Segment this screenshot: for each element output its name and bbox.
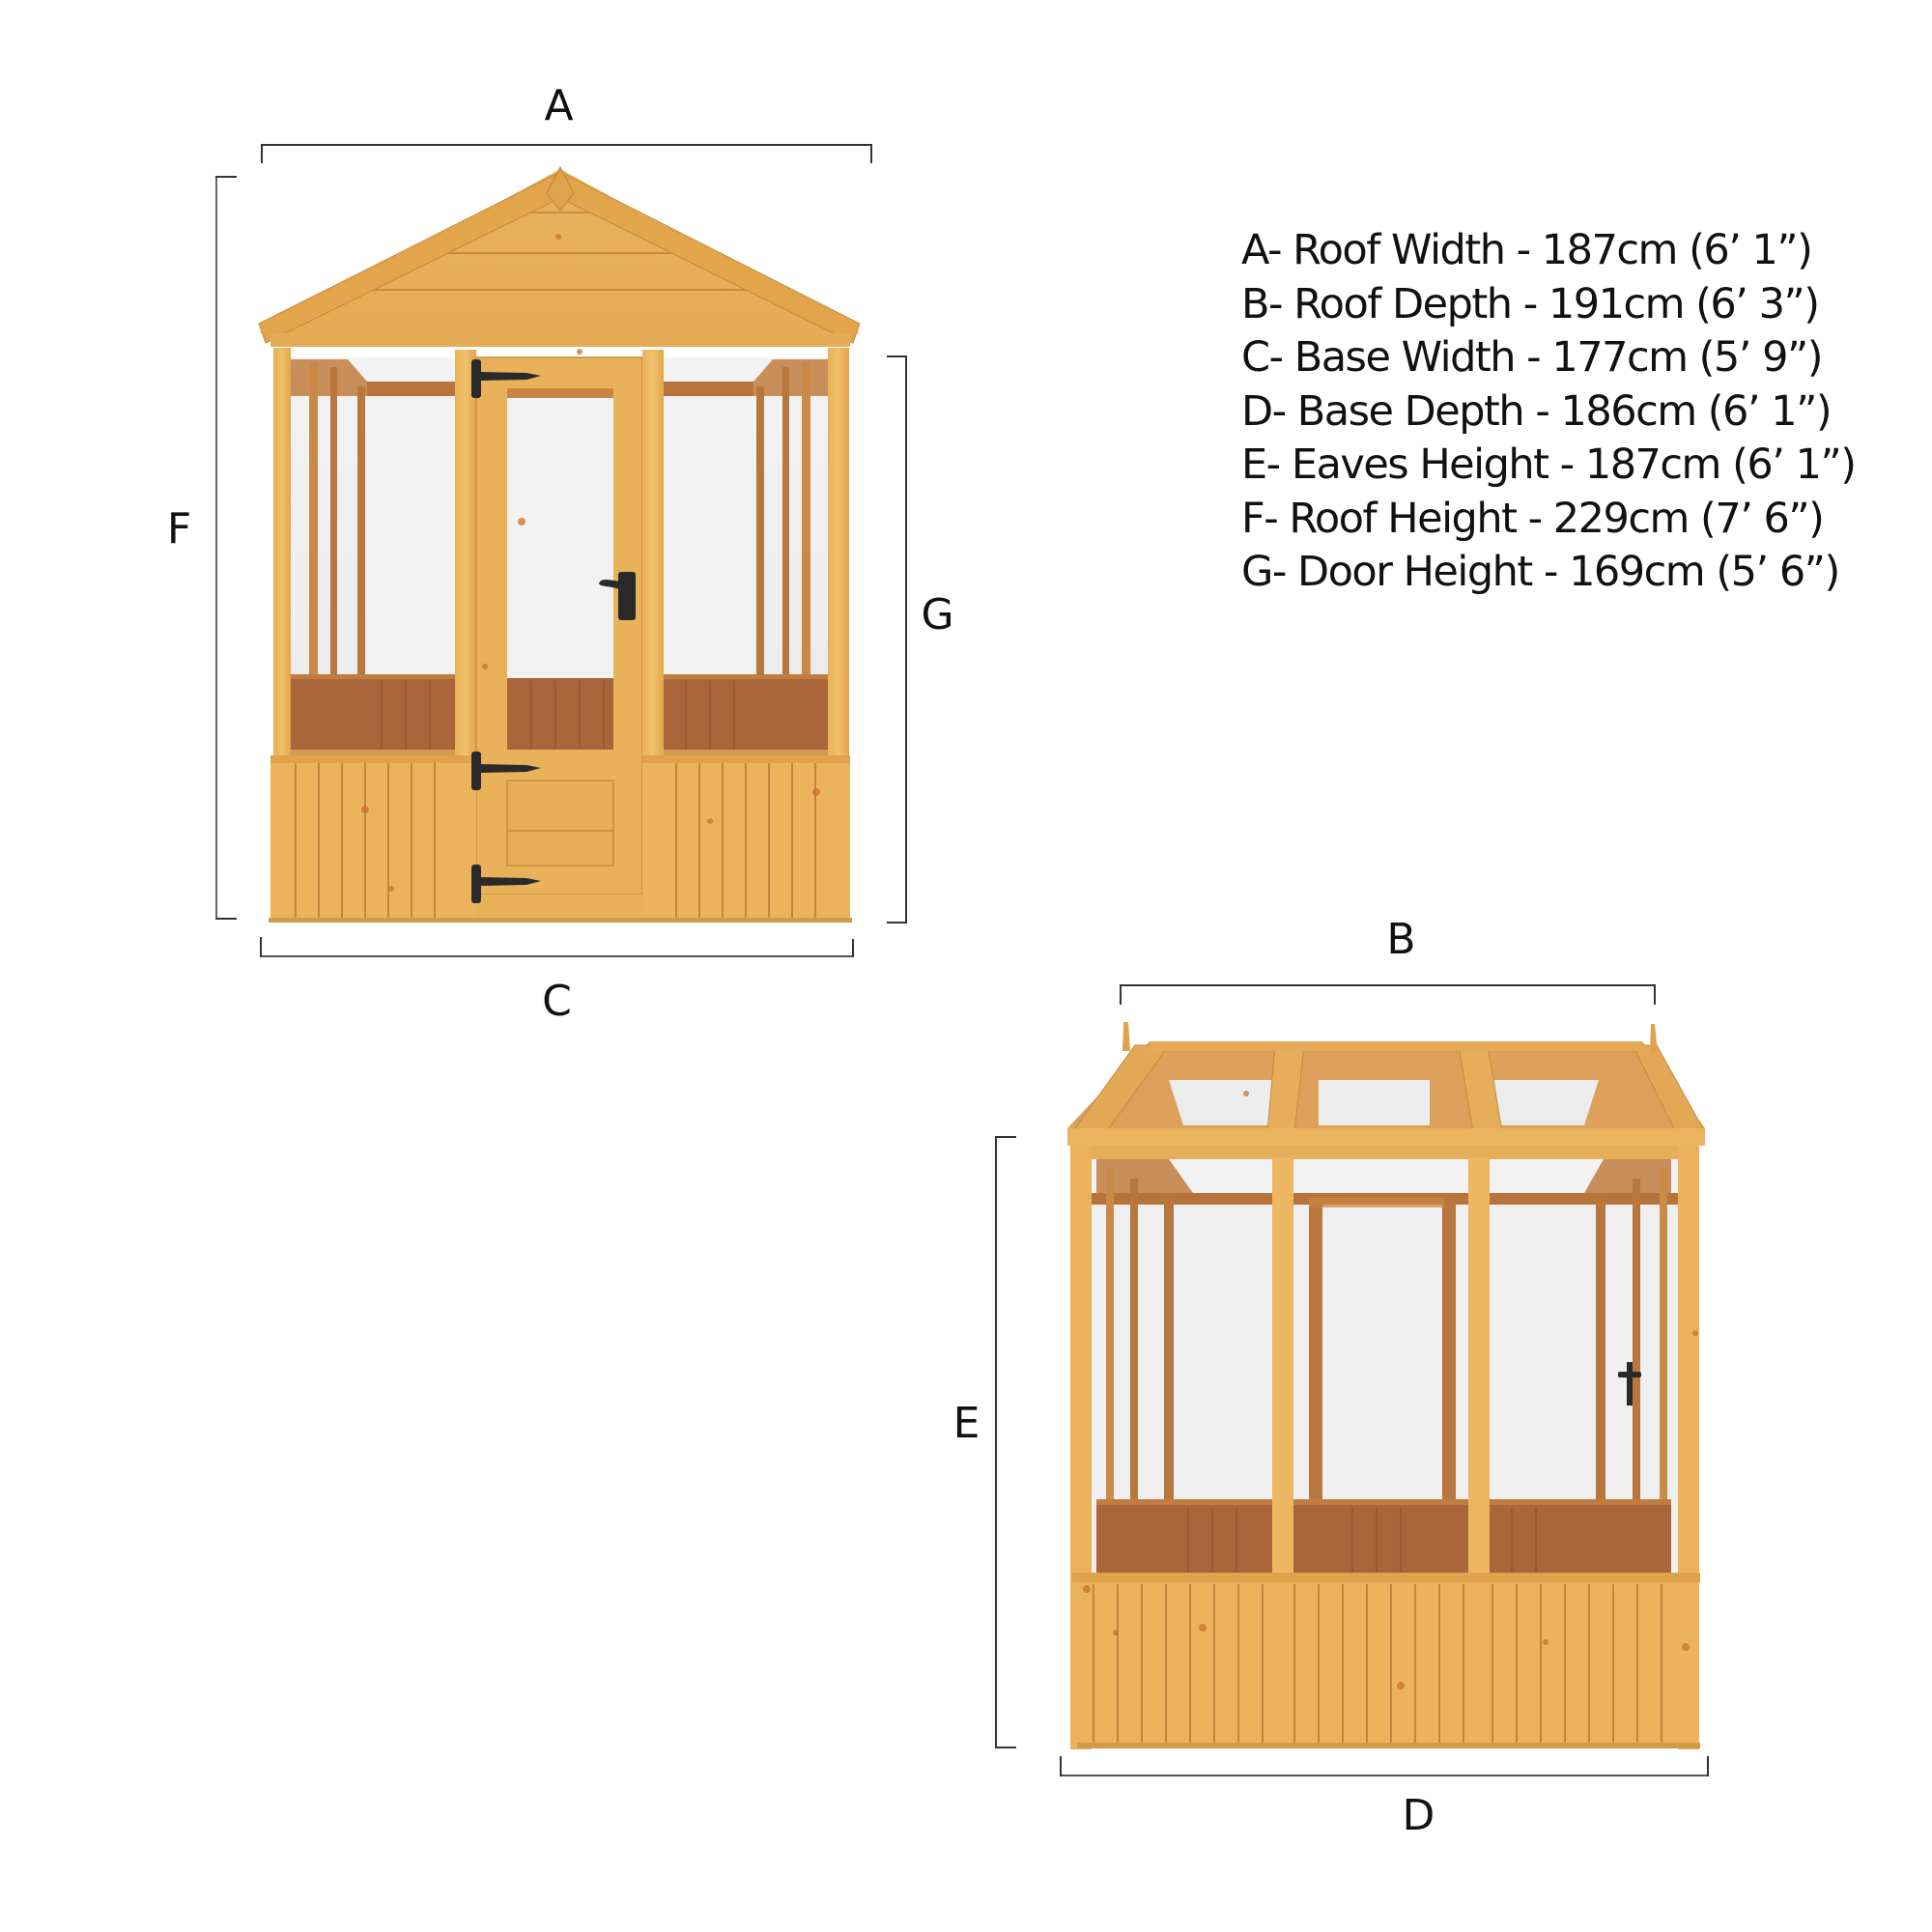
dimension-label-f: F: [166, 504, 191, 554]
legend-item-c: C- Base Width - 177cm (5’ 9”): [1241, 333, 1824, 382]
dimension-label-c: C: [542, 977, 572, 1026]
legend-item-g: G- Door Height - 169cm (5’ 6”): [1241, 548, 1840, 596]
dimension-label-g: G: [921, 590, 953, 639]
dimensions-legend: A- Roof Width - 187cm (6’ 1”) B- Roof De…: [1241, 224, 1857, 600]
dimension-label-e: E: [952, 1399, 980, 1448]
dimension-label-b: B: [1386, 915, 1415, 964]
legend-item-b: B- Roof Depth - 191cm (6’ 3”): [1241, 279, 1820, 328]
legend-item-d: D- Base Depth - 186cm (6’ 1”): [1241, 386, 1833, 436]
dimension-label-a: A: [544, 81, 573, 130]
hinge-icon: [471, 359, 541, 903]
door-handle-icon: [599, 572, 636, 620]
legend-item-e: E- Eaves Height - 187cm (6’ 1”): [1241, 440, 1857, 489]
side-door-handle-icon: [1618, 1362, 1641, 1406]
dimension-label-d: D: [1402, 1791, 1435, 1840]
legend-item-f: F- Roof Height - 229cm (7’ 6”): [1241, 494, 1825, 543]
legend-item-a: A- Roof Width - 187cm (6’ 1”): [1241, 226, 1813, 274]
